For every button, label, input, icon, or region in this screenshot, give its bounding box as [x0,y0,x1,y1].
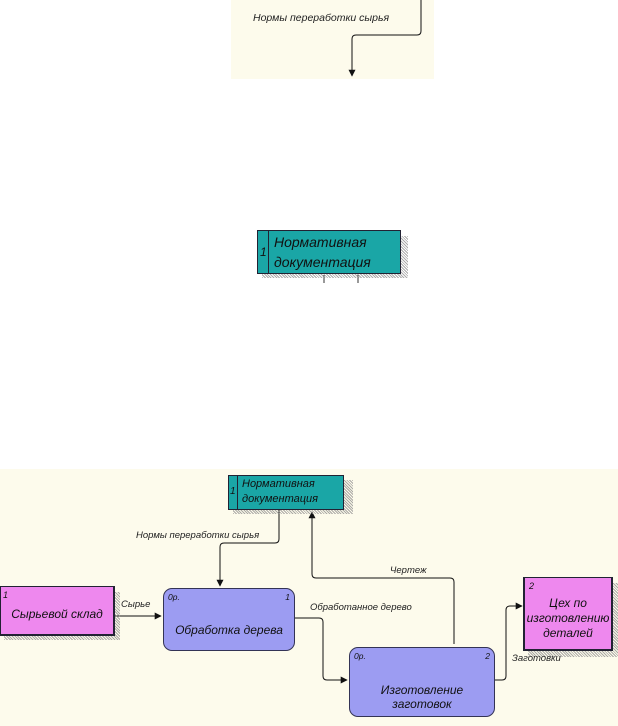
raw-storage-entity[interactable]: 1 Сырьевой склад [0,586,115,636]
blank-making-name: Изготовление заготовок [380,683,464,711]
processed-wood-arrow [295,617,348,684]
norms-arrow-label: Нормы переработки сырья [136,530,260,541]
drawing-arrow-label: Чертеж [390,565,427,576]
raw-storage-name: Сырьевой склад [11,607,103,621]
wood-processing-code: 0р. [168,592,180,602]
wood-processing-name: Обработка дерева [175,623,283,637]
parts-shop-line2: изготовлению [526,611,610,625]
middle-block-number: 1 [260,245,267,259]
drawing-arrow [308,511,455,644]
blanks-arrow [495,602,523,681]
parts-shop-entity[interactable]: 2 Цех по изготовлению деталей [523,577,613,651]
top-norms-arrow [348,0,422,77]
norm-docs-divider [237,476,238,509]
parts-shop-line1: Цех по [549,596,587,610]
norm-docs-line2: документация [242,493,319,505]
raw-storage-number: 1 [3,590,9,600]
top-fragment-panel [231,0,434,79]
top-norms-arrow-label: Нормы переработки сырья [253,12,390,24]
parts-shop-line3: деталей [543,626,593,640]
middle-block-title-line1: Нормативная [274,234,367,250]
wood-processing-number: 1 [285,592,290,602]
norms-arrow [216,510,280,587]
blank-making-code: 0р. [354,651,366,661]
raw-arrow-label: Сырье [121,599,151,610]
wood-processing-activity[interactable]: 0р. 1 Обработка дерева [163,588,295,651]
middle-block-divider [268,231,269,273]
norm-docs-number: 1 [230,486,236,497]
blank-making-number: 2 [485,651,490,661]
norm-docs-entity[interactable]: 1 Нормативная документация [228,475,344,510]
blanks-arrow-label: Заготовки [512,653,561,664]
parts-shop-number: 2 [529,581,535,591]
blank-making-activity[interactable]: 0р. 2 Изготовление заготовок [349,647,495,717]
middle-norm-docs-block[interactable]: 1 Нормативная документация [257,230,401,274]
processed-wood-arrow-label: Обработанное дерево [310,602,412,613]
middle-block-title-line2: документация [274,254,371,270]
norm-docs-line1: Нормативная [242,478,315,490]
